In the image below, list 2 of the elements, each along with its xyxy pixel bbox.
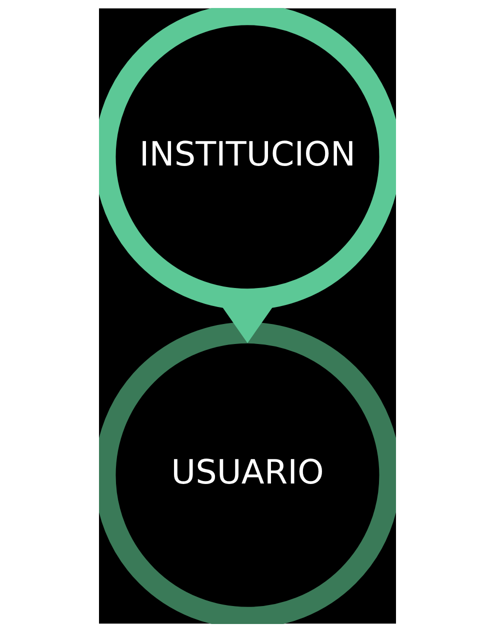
node-circle: USUARIO (99, 322, 396, 624)
arrow (220, 305, 274, 344)
